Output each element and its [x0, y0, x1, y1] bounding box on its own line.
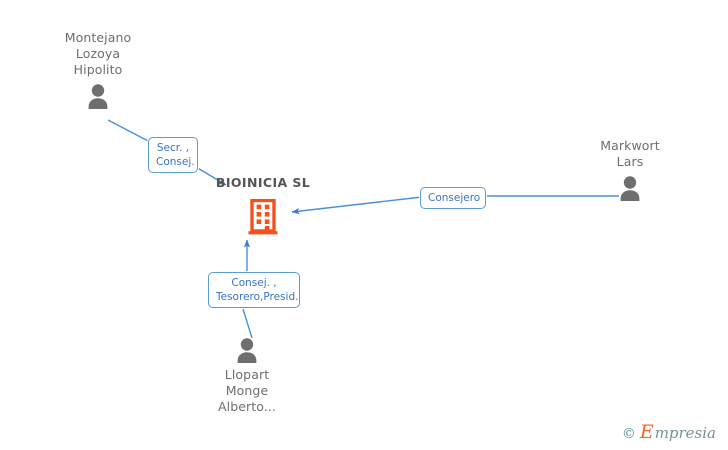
- person-name-llopart: Llopart Monge Alberto...: [217, 367, 277, 414]
- person-node-markwort[interactable]: Markwort Lars: [560, 138, 700, 202]
- relation-label-montejano[interactable]: Secr. , Consej.: [148, 137, 198, 173]
- person-icon: [620, 176, 640, 201]
- copyright-icon: ©: [621, 426, 636, 442]
- person-node-llopart[interactable]: Llopart Monge Alberto...: [177, 336, 317, 415]
- person-name-montejano: Montejano Lozoya Hipolito: [64, 30, 132, 77]
- edge-markwort-to-company: [291, 195, 619, 215]
- brand-initial: E: [639, 421, 654, 443]
- person-icon: [237, 338, 257, 363]
- edge-montejano-to-company: [107, 119, 227, 186]
- company-node-bioinicia[interactable]: BIOINICIA SL: [188, 176, 338, 235]
- person-icon: [88, 84, 108, 109]
- building-icon: [248, 199, 278, 235]
- edge-llopart-to-company: [242, 239, 253, 339]
- relation-label-llopart[interactable]: Consej. , Tesorero,Presid.: [208, 272, 300, 308]
- company-name: BIOINICIA SL: [215, 175, 311, 190]
- person-node-montejano[interactable]: Montejano Lozoya Hipolito: [28, 30, 168, 110]
- relation-label-markwort[interactable]: Consejero: [420, 187, 486, 209]
- person-name-markwort: Markwort Lars: [600, 138, 660, 169]
- empresia-watermark: © E mpresia: [621, 421, 716, 443]
- brand-name: mpresia: [654, 424, 716, 442]
